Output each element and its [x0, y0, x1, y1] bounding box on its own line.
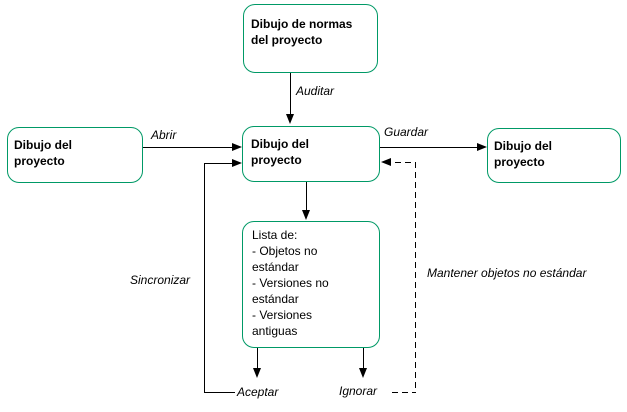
sincronizar-vertical-line [204, 163, 205, 393]
box-text-line: Dibujo del [251, 137, 309, 151]
label-sincronizar: Sincronizar [130, 273, 191, 287]
mantener-bottom-dashed-line [392, 392, 416, 393]
box-text-line: proyecto [494, 155, 545, 169]
box-dibujo-proyecto-central: Dibujo del proyecto [242, 126, 380, 182]
box-dibujo-proyecto-guardado: Dibujo del proyecto [487, 128, 621, 183]
aceptar-arrow-line [257, 348, 258, 368]
box-text-line: antiguas [252, 324, 298, 338]
guardar-arrowhead-icon [477, 143, 487, 151]
box-text-line: Dibujo del [494, 139, 552, 153]
central-to-lista-arrowhead-icon [302, 210, 310, 220]
ignorar-arrow-line [363, 348, 364, 368]
label-ignorar: Ignorar [339, 384, 378, 398]
sincronizar-bottom-line [204, 392, 235, 393]
mantener-arrowhead-icon [381, 158, 391, 166]
box-text-line: Dibujo del [14, 138, 72, 152]
aceptar-arrowhead-icon [253, 368, 261, 378]
box-text-line: estándar [252, 260, 299, 274]
box-text-line: proyecto [14, 154, 65, 168]
label-abrir: Abrir [151, 128, 177, 142]
guardar-arrow-line [380, 147, 477, 148]
label-aceptar: Aceptar [237, 385, 279, 399]
sincronizar-arrowhead-icon [232, 159, 242, 167]
box-text-line: Dibujo de normas [251, 17, 353, 31]
box-text-line: proyecto [251, 153, 302, 167]
auditar-arrowhead-icon [286, 114, 294, 124]
box-dibujo-normas-proyecto: Dibujo de normas del proyecto [243, 4, 378, 73]
abrir-arrowhead-icon [232, 143, 242, 151]
label-guardar: Guardar [384, 125, 429, 139]
box-text-line: - Versiones no [252, 276, 329, 290]
auditar-arrow-line [290, 73, 291, 114]
mantener-vertical-dashed-line [415, 162, 416, 393]
sincronizar-top-line [204, 163, 232, 164]
ignorar-arrowhead-icon [359, 368, 367, 378]
box-lista-objetos: Lista de: - Objetos no estándar - Versio… [242, 221, 380, 348]
box-text-line: estándar [252, 292, 299, 306]
box-text-line: - Objetos no [252, 244, 318, 258]
label-auditar: Auditar [296, 84, 335, 98]
box-text-line: del proyecto [251, 33, 323, 47]
box-text-line: Lista de: [252, 228, 298, 242]
box-text-line: - Versiones [252, 308, 313, 322]
abrir-arrow-line [143, 147, 232, 148]
central-to-lista-line [306, 182, 307, 210]
mantener-top-dashed-line [395, 162, 415, 163]
box-dibujo-proyecto-origen: Dibujo del proyecto [7, 127, 143, 183]
label-mantener-objetos: Mantener objetos no estándar [427, 266, 587, 280]
